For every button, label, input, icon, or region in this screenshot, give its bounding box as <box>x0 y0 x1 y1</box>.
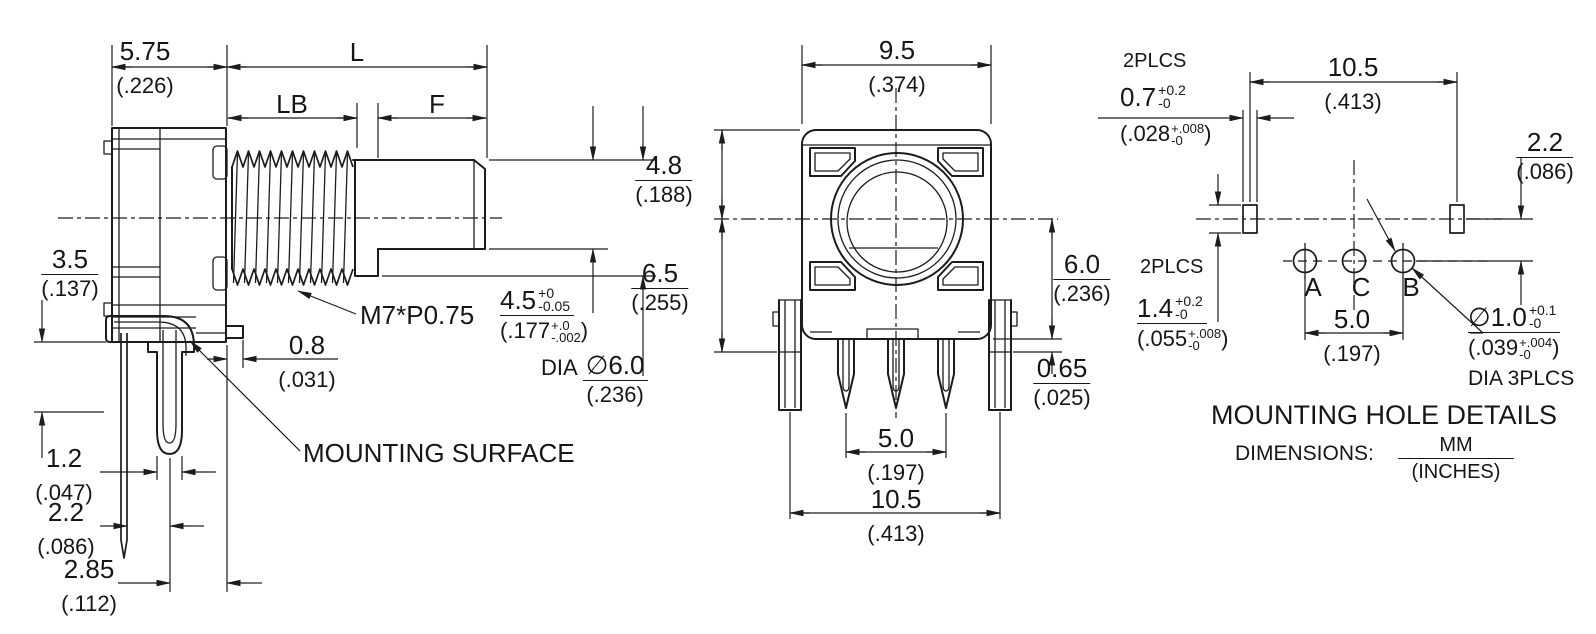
mounting-surface-label: MOUNTING SURFACE <box>303 438 575 468</box>
dim-label-F: F <box>429 89 445 119</box>
dim-label-0-8: 0.8 (.031) <box>278 330 336 392</box>
dim-label-LB: LB <box>276 89 308 119</box>
dim-label-0-7-tolerance: 0.7+0.2-0 (.028+.008-0) <box>1120 82 1212 148</box>
dim-label-2-2-mounting: 2.2 (.086) <box>1516 127 1574 184</box>
dim-label-10-5-mounting: 10.5 (.413) <box>1324 52 1382 114</box>
dim-label-9-5: 9.5 (.374) <box>868 35 926 97</box>
diameter-symbol: ∅ <box>1468 302 1491 332</box>
slot-places-side-label: 2PLCS <box>1140 256 1204 278</box>
dim-label-6-5: 6.5 (.255) <box>631 258 689 315</box>
dimensions-label: DIMENSIONS: <box>1235 442 1374 465</box>
dim-label-2-85: 2.85 (.112) <box>61 554 117 616</box>
dim-label-10-5-front: 10.5 (.413) <box>867 484 925 546</box>
mounting-hole-drawing <box>1098 72 1533 340</box>
dim-label-dia-6-0: DIA ∅6.0 (.236) <box>541 352 648 406</box>
hole-label-b: B <box>1402 272 1420 302</box>
dim-label-5-0-mounting: 5.0 (.197) <box>1323 304 1381 366</box>
dim-label-L: L <box>349 37 365 67</box>
hole-label-a: A <box>1304 272 1322 302</box>
front-view-drawing <box>714 45 1062 519</box>
thread-spec-label: M7*P0.75 <box>360 300 475 330</box>
dim-label-0-65: 0.65 (.025) <box>1033 353 1091 410</box>
diameter-symbol: ∅ <box>585 350 609 380</box>
dim-label-1-2: 1.2 (.047) <box>35 443 93 505</box>
dim-label-2-2-side: 2.2 (.086) <box>37 497 95 559</box>
dim-label-5-0-front: 5.0 (.197) <box>867 423 925 485</box>
dim-label-dia-1-0-tolerance: ∅1.0+0.1-0 (.039+.004-0) DIA 3PLCS <box>1468 302 1575 390</box>
dim-label-4-5-tolerance: 4.5+0-0.05 (.177+.0-.002) <box>500 285 589 345</box>
dim-label-6-0-front: 6.0 (.236) <box>1053 249 1111 306</box>
units-label: MM (INCHES) <box>1398 435 1514 482</box>
dim-label-5-75: 5.75 (.226) <box>116 36 174 98</box>
view-title: MOUNTING HOLE DETAILS <box>1210 400 1558 430</box>
slot-places-top-label: 2PLCS <box>1123 50 1187 72</box>
side-view-drawing <box>34 45 656 592</box>
dim-label-4-8: 4.8 (.188) <box>635 150 693 207</box>
hole-label-c: C <box>1351 272 1371 302</box>
dim-label-1-4-tolerance: 1.4+0.2-0 (.055+.008-0) <box>1137 293 1229 353</box>
dia-places-label: DIA 3PLCS <box>1468 367 1575 390</box>
dim-label-3-5: 3.5 (.137) <box>41 244 99 301</box>
